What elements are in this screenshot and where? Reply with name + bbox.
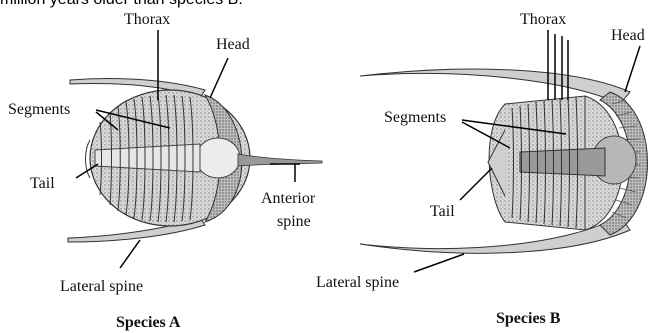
- species-b-axis: [520, 148, 605, 176]
- species-b-trilobite: [360, 30, 648, 272]
- species-a-anterior-spine-label-line2: spine: [277, 213, 311, 231]
- species-a-trilobite: [68, 30, 322, 268]
- species-a-glabella: [196, 138, 240, 178]
- species-b-caption: Species B: [496, 310, 560, 328]
- species-b-tail-label: Tail: [430, 203, 455, 221]
- species-b-thorax-label: Thorax: [520, 11, 566, 29]
- species-a-lateral-spine-label: Lateral spine: [60, 278, 143, 296]
- species-a-head-label: Head: [216, 36, 250, 54]
- species-a-tail-label: Tail: [30, 175, 55, 193]
- species-b-head-label: Head: [611, 27, 645, 45]
- species-a-anterior-spine-label-line1: Anterior: [261, 190, 315, 208]
- species-a-segments-label: Segments: [8, 101, 70, 119]
- species-a-caption: Species A: [116, 314, 180, 332]
- species-b-segments-label: Segments: [384, 109, 446, 127]
- species-a-thorax-label: Thorax: [124, 11, 170, 29]
- species-b-lateral-spine-label: Lateral spine: [316, 274, 399, 292]
